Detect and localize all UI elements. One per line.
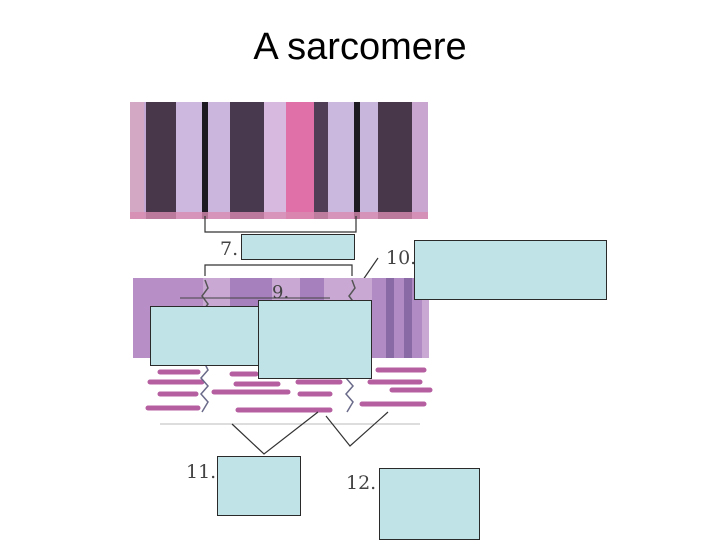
label-10: 10. bbox=[386, 247, 417, 269]
label-7: 7. bbox=[220, 238, 239, 260]
label-11: 11. bbox=[186, 461, 217, 483]
answer-box-8[interactable] bbox=[150, 306, 260, 366]
bracket-9 bbox=[204, 264, 353, 276]
leaders-11-12 bbox=[231, 411, 389, 455]
label-12: 12. bbox=[346, 472, 377, 494]
label-9: 9. bbox=[272, 282, 290, 303]
answer-box-9[interactable] bbox=[258, 300, 372, 379]
answer-box-7[interactable] bbox=[241, 234, 355, 260]
micrograph bbox=[130, 102, 428, 219]
answer-box-11[interactable] bbox=[217, 456, 301, 516]
answer-box-12[interactable] bbox=[379, 468, 480, 540]
slide-title: A sarcomere bbox=[253, 26, 467, 68]
answer-box-10[interactable] bbox=[414, 240, 607, 300]
bracket-7 bbox=[204, 216, 357, 233]
